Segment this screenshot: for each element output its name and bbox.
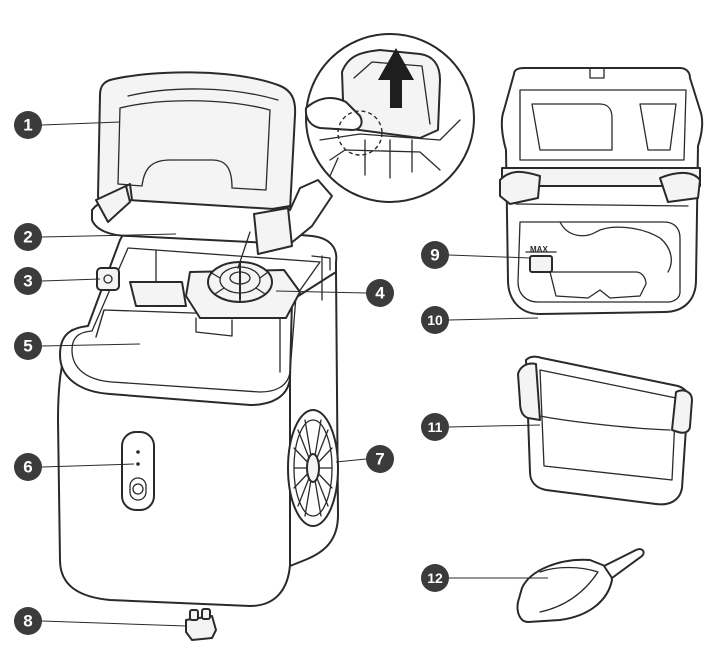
control-panel: [121, 431, 155, 511]
ice-scoop: [516, 548, 645, 623]
callout-number-2: 2: [23, 228, 32, 247]
callout-marker-10: 10: [421, 306, 449, 334]
callout-marker-6: 6: [14, 453, 42, 481]
callout-number-11: 11: [428, 419, 443, 435]
callout-number-9: 9: [430, 246, 439, 265]
callout-marker-2: 2: [14, 223, 42, 251]
callout-number-7: 7: [375, 450, 384, 469]
open-lid: [91, 71, 333, 269]
leader-lines: [41, 121, 548, 627]
callout-number-12: 12: [427, 570, 443, 586]
callout-number-1: 1: [23, 116, 32, 135]
callout-number-5: 5: [23, 337, 32, 356]
ice-maker-body: [57, 221, 339, 641]
callout-marker-8: 8: [14, 607, 42, 635]
callout-number-4: 4: [375, 284, 385, 303]
callout-number-3: 3: [23, 272, 32, 291]
callout-marker-9: 9: [421, 241, 449, 269]
callout-marker-1: 1: [14, 111, 42, 139]
callout-marker-4: 4: [366, 279, 394, 307]
evaporator-wheel: [207, 261, 273, 303]
callout-number-6: 6: [23, 458, 32, 477]
max-line-label: MAX: [530, 245, 548, 254]
detail-inset: [304, 33, 475, 203]
side-vent: [287, 409, 339, 527]
callout-number-8: 8: [23, 612, 32, 631]
callout-marker-12: 12: [421, 564, 449, 592]
drain-plug: [185, 608, 217, 641]
callout-marker-7: 7: [366, 445, 394, 473]
callout-marker-3: 3: [14, 267, 42, 295]
callout-number-10: 10: [427, 312, 443, 328]
ice-basket: [517, 355, 693, 506]
water-tank: MAX: [499, 67, 704, 315]
callout-marker-5: 5: [14, 332, 42, 360]
callout-marker-11: 11: [421, 413, 449, 441]
